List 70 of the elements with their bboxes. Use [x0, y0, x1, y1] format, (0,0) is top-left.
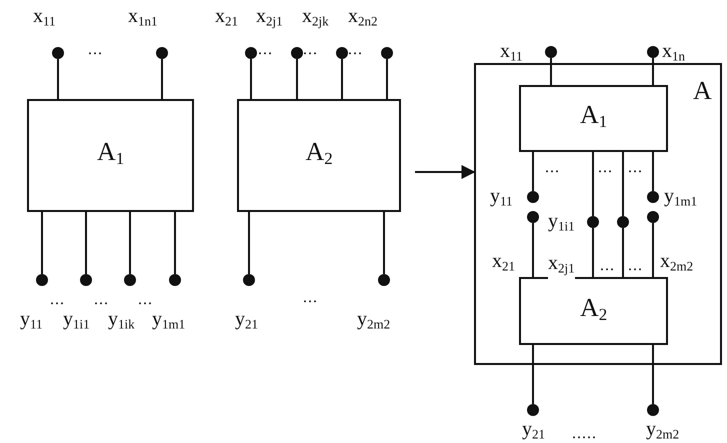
connector-line [532, 223, 534, 277]
block-label: A$_{2}$ [306, 138, 333, 170]
connector-line [532, 152, 534, 191]
terminal-label: x$_{11}$ [500, 40, 523, 66]
terminal-label: y$_{1m1}$ [152, 308, 186, 334]
block-label: A$_{1}$ [580, 101, 608, 134]
terminal-label: x$_{2jk}$ [302, 5, 329, 30]
ellipsis-mark: ... [138, 292, 153, 308]
connector-line [386, 59, 388, 99]
connector-line [652, 345, 654, 404]
terminal-label: x$_{21}$ [215, 5, 238, 30]
terminal-label: x$_{2m2}$ [660, 250, 694, 276]
terminal-label: y$_{1i1}$ [548, 210, 575, 236]
connector-line [129, 212, 131, 274]
connector-line [296, 59, 298, 99]
connector-line [622, 228, 624, 277]
terminal-label: y$_{11}$ [490, 185, 513, 210]
ellipsis-mark: ... [600, 258, 615, 274]
terminal-label: x$_{1n}$ [662, 40, 685, 66]
connector-line [622, 152, 624, 216]
terminal-label: y$_{2m2}$ [357, 308, 390, 334]
connector-line [41, 212, 43, 274]
connector-line [652, 152, 654, 191]
ellipsis-mark: ... [303, 42, 318, 58]
connector-line [550, 58, 552, 85]
arrow [415, 165, 476, 179]
ellipsis-mark: ... [598, 160, 613, 176]
ellipsis-mark: ... [50, 292, 65, 308]
connector-line [85, 212, 87, 274]
terminal-label: y$_{11}$ [20, 308, 43, 334]
connector-line [57, 59, 59, 99]
connector-line [174, 212, 176, 274]
ellipsis-mark: ... [348, 42, 363, 58]
connector-line [592, 228, 594, 277]
terminal-label: y$_{2m2}$ [646, 418, 680, 443]
connector-line [652, 58, 654, 85]
block-label: A$_{1}$ [97, 138, 124, 170]
ellipsis-mark: ... [258, 42, 273, 58]
terminal-label: x$_{2j1}$ [256, 5, 283, 30]
connector-line [341, 59, 343, 99]
composite-block-box [474, 63, 722, 365]
connector-line [652, 223, 654, 277]
ellipsis-mark: ... [628, 160, 643, 176]
connector-line [532, 345, 534, 404]
terminal-label: x$_{11}$ [33, 5, 56, 30]
ellipsis-mark: ... [94, 292, 109, 308]
block-label: A [693, 77, 712, 105]
terminal-label: y$_{1ik}$ [108, 308, 135, 334]
terminal-label: y$_{1i1}$ [63, 308, 90, 334]
terminal-label: x$_{2n2}$ [348, 5, 378, 30]
terminal-label: x$_{21}$ [492, 250, 515, 276]
terminal-label: x$_{1n1}$ [128, 5, 158, 30]
block-box [237, 99, 401, 212]
sub-block-box [519, 277, 668, 345]
connector-line [248, 212, 250, 274]
connector-line [383, 212, 385, 274]
connector-line [161, 59, 163, 99]
block-box [27, 99, 194, 212]
connector-line [250, 59, 252, 99]
block-label: A$_{2}$ [580, 294, 608, 326]
ellipsis-mark: ... [545, 160, 560, 176]
ellipsis-mark: ... [303, 290, 318, 306]
terminal-label: y$_{21}$ [235, 308, 258, 334]
ellipsis-mark: ... [88, 42, 103, 58]
connector-line [592, 152, 594, 216]
terminal-label: y$_{21}$ [522, 418, 545, 443]
ellipsis-mark: ... [628, 258, 643, 274]
sub-block-box [519, 85, 668, 152]
terminal-label: y$_{1m1}$ [664, 185, 698, 210]
ellipsis-mark: ..... [572, 426, 597, 442]
